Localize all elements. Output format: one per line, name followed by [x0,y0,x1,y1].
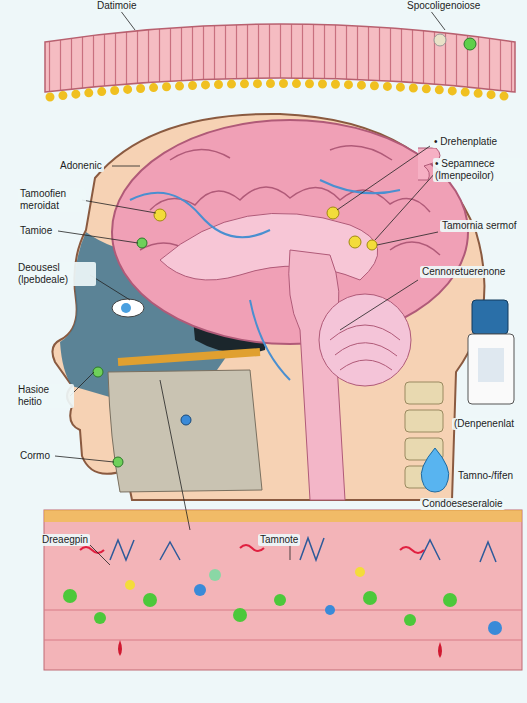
part-label: Tamornia sermof [440,220,518,232]
part-label: Tamnote [258,534,300,546]
part-label: Adonenic [58,160,104,172]
part-label: Deousesl (lpebdeale) [16,262,96,286]
part-label: Spocoligenoiose [405,0,482,12]
part-label: (Denpenenlat [452,418,516,430]
part-label: Hasioe heitio [16,384,74,408]
part-label: Tamioe [18,225,54,237]
part-label: • Drehenplatie [432,136,499,148]
part-label: Condoeseseraloie [420,498,505,510]
part-label: Tamoofien meroidat [18,188,86,212]
part-label: Cormo [18,450,52,462]
part-label: Cennoretuerenone [420,266,507,278]
part-label: Datimoie [95,0,138,12]
part-label: • Sepamnece (Imenpeoilor) [433,158,525,182]
part-label: Tamno-/fifen [456,470,515,482]
part-label: Dreaegpin [40,534,90,546]
